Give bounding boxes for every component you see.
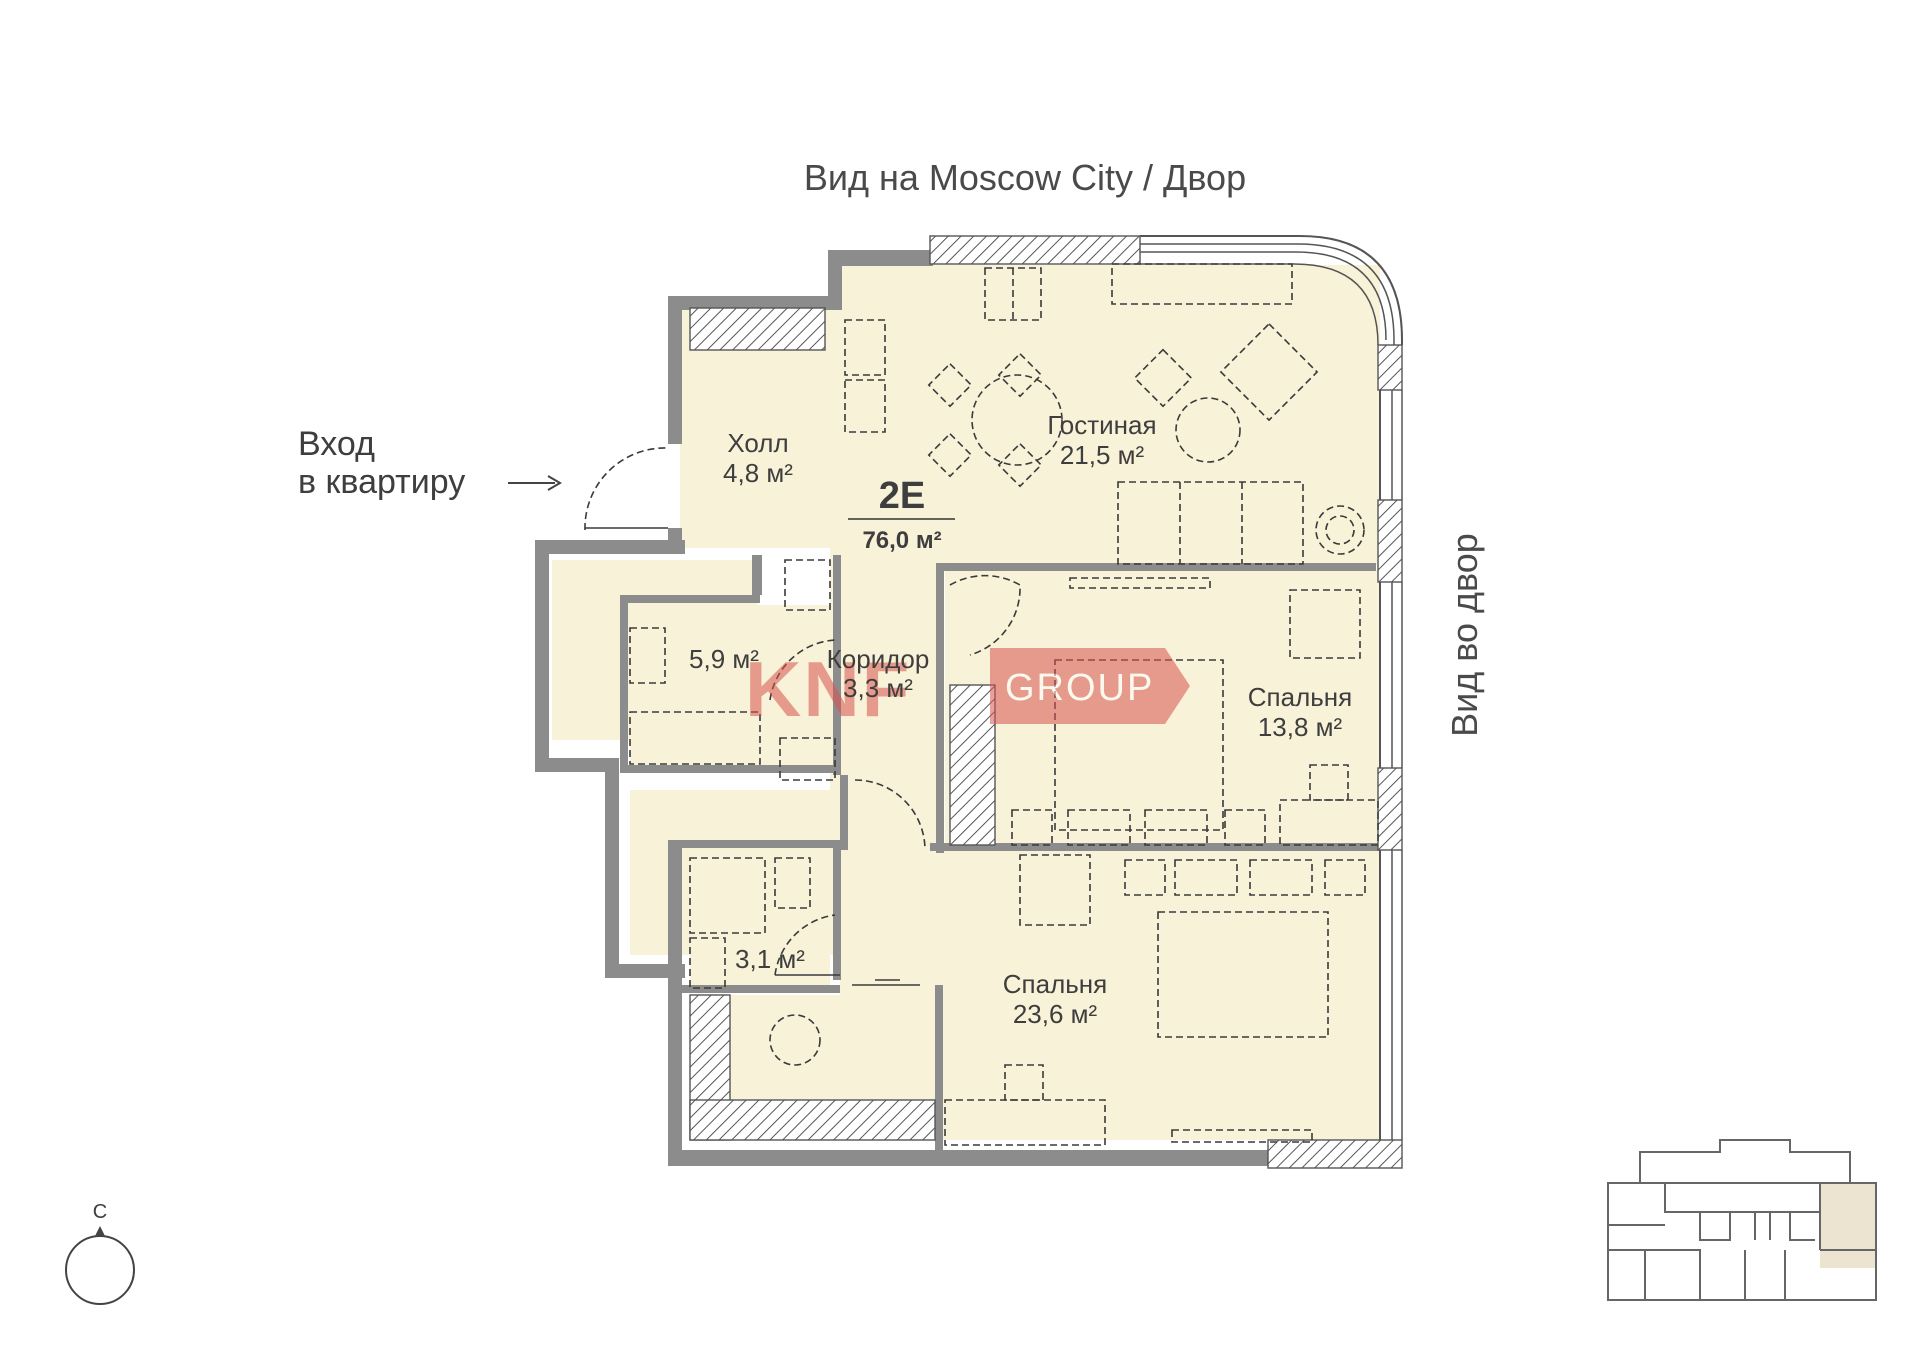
room-corridor-area: 3,3 м² (843, 673, 913, 703)
unit-total-area: 76,0 м² (862, 527, 941, 554)
room-bedroom1-name: Спальня (1248, 682, 1352, 712)
room-living-name: Гостиная (1047, 410, 1156, 440)
unit-code: 2E (879, 475, 925, 517)
room-hall-area: 4,8 м² (723, 458, 793, 488)
room-bedroom1-area: 13,8 м² (1258, 712, 1343, 742)
furniture (629, 263, 1379, 1146)
compass: С (65, 1201, 135, 1305)
watermark-logo: KNF GROUP (745, 645, 1190, 733)
walls (535, 250, 1380, 1166)
view-right-label: Вид во двор (1444, 533, 1485, 737)
room-corridor-name: Коридор (827, 644, 930, 674)
room-hall-name: Холл (727, 428, 788, 458)
entrance-arrow (508, 475, 562, 491)
room-bath2-area: 3,1 м² (735, 944, 805, 974)
room-bedroom2-area: 23,6 м² (1013, 999, 1098, 1029)
compass-north-label: С (93, 1201, 107, 1223)
watermark-group-text: GROUP (1005, 667, 1154, 709)
minimap-highlight (1820, 1183, 1876, 1268)
entrance-label-line1: Вход (298, 425, 375, 463)
view-top-label: Вид на Moscow City / Двор (804, 157, 1246, 198)
doors (584, 447, 1021, 986)
building-minimap (1607, 1139, 1877, 1301)
room-bedroom2-name: Спальня (1003, 969, 1107, 999)
entrance-label-line2: в квартиру (298, 463, 465, 501)
watermark-logo-text: KNF (745, 645, 911, 733)
room-living-area: 21,5 м² (1060, 440, 1145, 470)
windows (689, 235, 1403, 1169)
room-bath1-area: 5,9 м² (689, 644, 759, 674)
